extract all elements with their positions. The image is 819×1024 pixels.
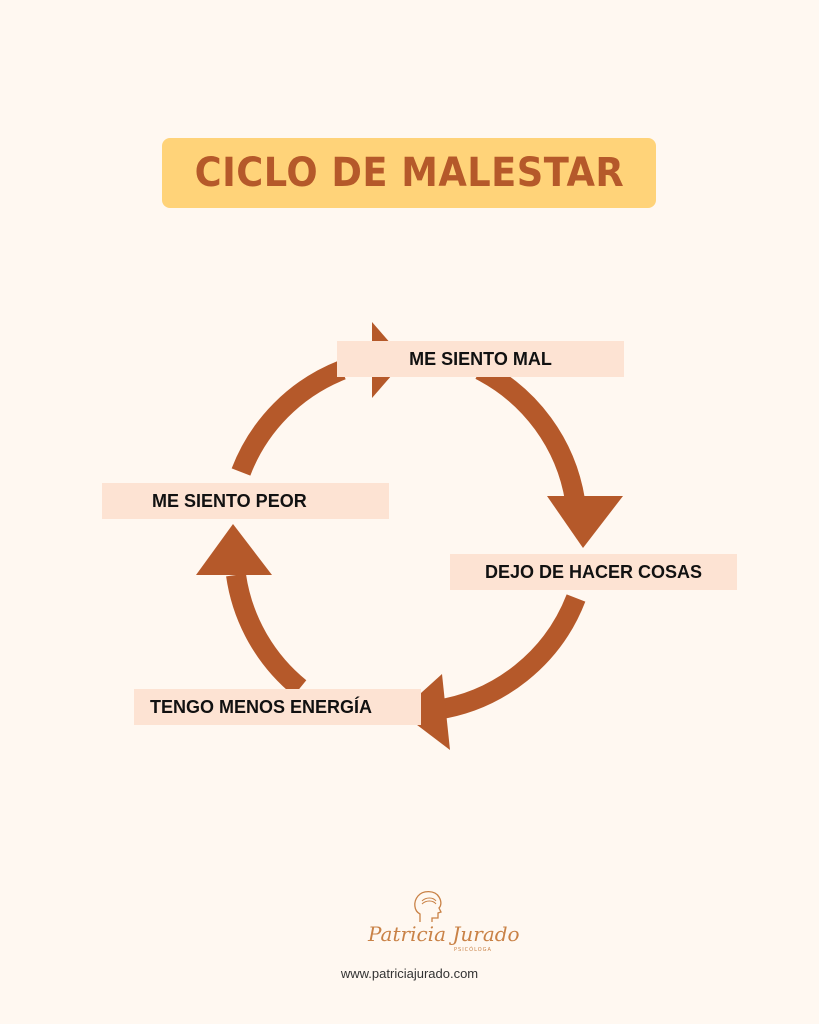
cycle-step-label: ME SIENTO PEOR <box>152 490 307 511</box>
page-title: CICLO DE MALESTAR <box>194 150 624 196</box>
arc-top-right <box>475 361 585 502</box>
head-icon <box>414 890 442 922</box>
cycle-step-me-siento-peor: ME SIENTO PEOR <box>102 483 389 519</box>
cycle-step-tengo-menos-energia: TENGO MENOS ENERGÍA <box>134 689 421 725</box>
brand-logo: Patricia Jurado PSICÓLOGA <box>368 888 520 958</box>
brand-subtitle: PSICÓLOGA <box>454 947 492 953</box>
cycle-step-label: TENGO MENOS ENERGÍA <box>150 696 373 717</box>
website-link[interactable]: www.patriciajurado.com <box>340 966 479 981</box>
arrowhead-bottom <box>400 674 450 750</box>
arc-bottom-right <box>434 594 586 720</box>
cycle-step-label: ME SIENTO MAL <box>409 348 552 369</box>
cycle-step-dejo-de-hacer-cosas: DEJO DE HACER COSAS <box>450 554 737 590</box>
title-banner: CICLO DE MALESTAR <box>162 138 656 208</box>
brand-name: Patricia Jurado <box>368 922 520 946</box>
cycle-step-label: DEJO DE HACER COSAS <box>484 561 703 582</box>
arrowhead-left <box>196 524 272 575</box>
arc-top-left <box>231 360 346 476</box>
arc-bottom-left <box>226 573 307 696</box>
cycle-step-me-siento-mal: ME SIENTO MAL <box>337 341 624 377</box>
arrowhead-right <box>547 496 623 548</box>
